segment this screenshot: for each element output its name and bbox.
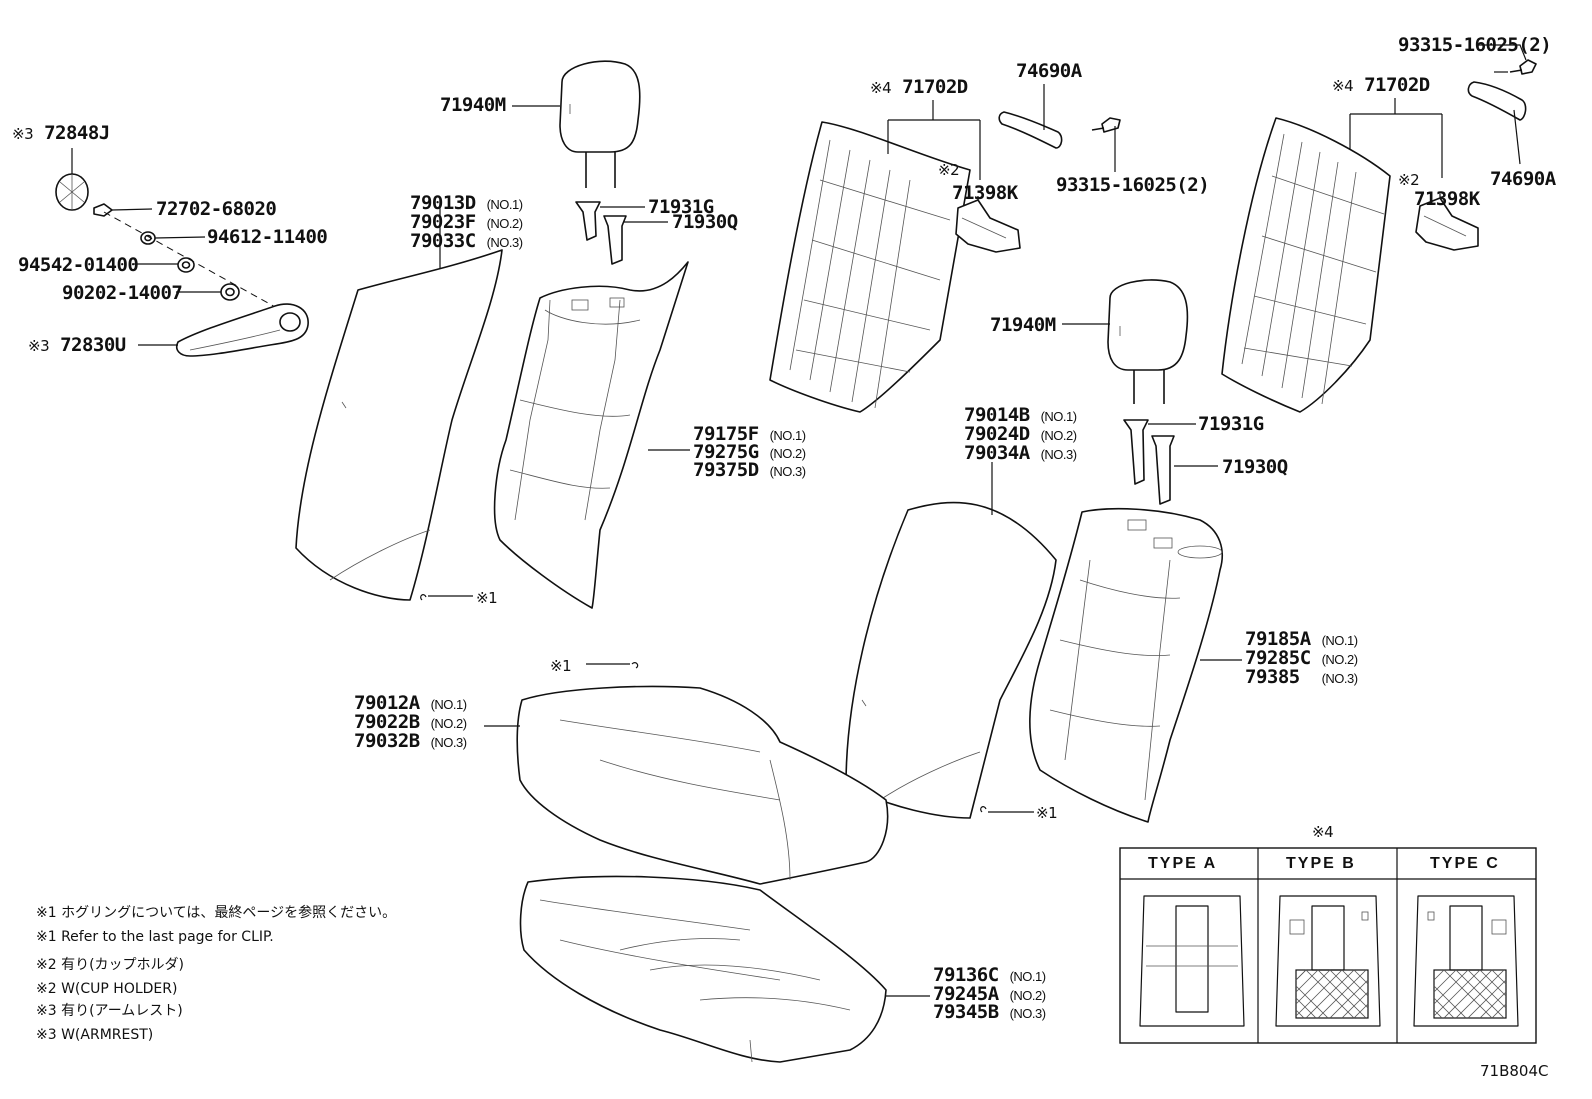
net-pocket-b <box>1295 969 1369 1019</box>
clip-icon-c <box>980 806 987 813</box>
armrest-bolt-icon <box>93 203 113 217</box>
label-79012A: 79012A (NO.1) <box>354 692 467 714</box>
note-armrest-en: ※3 W(ARMREST) <box>36 1027 154 1043</box>
label-71940M-left: 71940M <box>440 94 506 116</box>
net-pocket-c <box>1433 969 1507 1019</box>
clip-icon-a <box>420 594 427 601</box>
label-90202-14007: 90202-14007 <box>62 282 183 304</box>
label-79275G: 79275G (NO.2) <box>693 441 806 463</box>
label-72830U: ※3 72830U <box>28 334 126 356</box>
label-79014B: 79014B (NO.1) <box>964 404 1077 426</box>
seat-cushion-cover <box>516 685 889 885</box>
label-79032B: 79032B (NO.3) <box>354 730 467 752</box>
label-94542-01400: 94542-01400 <box>18 254 139 276</box>
label-71931G-right: 71931G <box>1198 413 1264 435</box>
label-93315-16025-right: 93315-16025(2) <box>1398 34 1552 56</box>
seatback-cover-left <box>295 249 503 601</box>
label-79034A: 79034A (NO.3) <box>964 442 1077 464</box>
label-71940M-right: 71940M <box>990 314 1056 336</box>
label-79185A: 79185A (NO.1) <box>1245 628 1358 650</box>
label-79033C: 79033C (NO.3) <box>410 230 523 252</box>
label-74690A-left: 74690A <box>1016 60 1082 82</box>
label-71931G-left: 71931G <box>648 196 714 218</box>
label-79136C: 79136C (NO.1) <box>933 964 1046 986</box>
label-94612-11400: 94612-11400 <box>207 226 328 248</box>
label-74690A-right: 74690A <box>1490 168 1556 190</box>
headrest-guide-icon-right-b <box>1151 435 1175 505</box>
screw-icon-left <box>1091 117 1121 133</box>
seat-cushion-pad <box>519 875 887 1063</box>
label-72702-68020: 72702-68020 <box>156 198 277 220</box>
note-cup-holder-ja: ※2 有り(カップホルダ) <box>36 957 185 973</box>
type-table-marker: ※4 <box>1312 823 1334 841</box>
armrest-cap-icon <box>55 173 89 211</box>
headrest-guide-icon-left-a <box>575 201 601 241</box>
note-clip-en: ※1 Refer to the last page for CLIP. <box>36 929 274 945</box>
label-79345B: 79345B (NO.3) <box>933 1001 1046 1023</box>
label-71702D-right: ※4 71702D <box>1332 74 1430 96</box>
label-71398K-left: 71398K <box>952 182 1018 204</box>
cup-holder-bracket-icon-right <box>1415 197 1479 251</box>
armrest-icon <box>175 303 309 357</box>
washer-icon-c <box>220 283 240 301</box>
seatback-cover-right <box>845 501 1057 819</box>
headrest-icon-right <box>1107 279 1189 404</box>
marker-71398K-right: ※2 <box>1398 171 1420 189</box>
headrest-guide-icon-left-b <box>603 215 627 265</box>
figure-code: 71B804C <box>1480 1062 1549 1080</box>
type-b-illustration <box>1275 895 1381 1027</box>
label-71398K-right: 71398K <box>1414 188 1480 210</box>
type-c-header: TYPE C <box>1430 855 1500 872</box>
type-a-illustration <box>1139 895 1245 1027</box>
marker-71398K-left: ※2 <box>938 161 960 179</box>
label-72848J: ※3 72848J <box>12 122 110 144</box>
label-79175F: 79175F (NO.1) <box>693 423 806 445</box>
washer-icon-a <box>140 231 156 245</box>
label-71930Q-left: 71930Q <box>672 211 738 233</box>
type-table <box>1119 847 1537 1044</box>
clip-icon-b <box>631 662 639 669</box>
label-79013D: 79013D (NO.1) <box>410 192 523 214</box>
seatback-pad-right <box>1029 507 1223 823</box>
headrest-icon-left <box>559 60 641 188</box>
washer-icon-b <box>177 257 195 273</box>
note-clip-ja: ※1 ホグリングについては、最終ページを参照ください。 <box>36 905 397 921</box>
label-79024D: 79024D (NO.2) <box>964 423 1077 445</box>
type-b-header: TYPE B <box>1286 855 1356 872</box>
seatback-frame-right <box>1221 117 1391 413</box>
label-79285C: 79285C (NO.2) <box>1245 647 1358 669</box>
clip-note-marker-c: ※1 <box>1036 804 1058 822</box>
assist-grip-icon-right <box>1467 81 1527 121</box>
clip-note-marker-a: ※1 <box>476 589 498 607</box>
note-cup-holder-en: ※2 W(CUP HOLDER) <box>36 981 178 997</box>
label-79022B: 79022B (NO.2) <box>354 711 467 733</box>
label-79023F: 79023F (NO.2) <box>410 211 523 233</box>
label-79245A: 79245A (NO.2) <box>933 983 1046 1005</box>
label-79385: 79385 (NO.3) <box>1245 666 1358 688</box>
clip-note-marker-b: ※1 <box>550 657 572 675</box>
note-armrest-ja: ※3 有り(アームレスト) <box>36 1003 183 1019</box>
headrest-guide-icon-right-a <box>1123 419 1149 485</box>
type-a-header: TYPE A <box>1148 855 1218 872</box>
label-71702D-left: ※4 71702D <box>870 76 968 98</box>
cup-holder-bracket-icon-left <box>955 199 1021 253</box>
label-79375D: 79375D (NO.3) <box>693 459 806 481</box>
type-c-illustration <box>1413 895 1519 1027</box>
screw-icon-right <box>1509 59 1537 75</box>
assist-grip-icon-left <box>998 111 1063 149</box>
label-93315-16025-left: 93315-16025(2) <box>1056 174 1210 196</box>
label-71930Q-right: 71930Q <box>1222 456 1288 478</box>
seatback-frame-left <box>769 121 971 413</box>
seatback-pad-left <box>493 261 689 609</box>
